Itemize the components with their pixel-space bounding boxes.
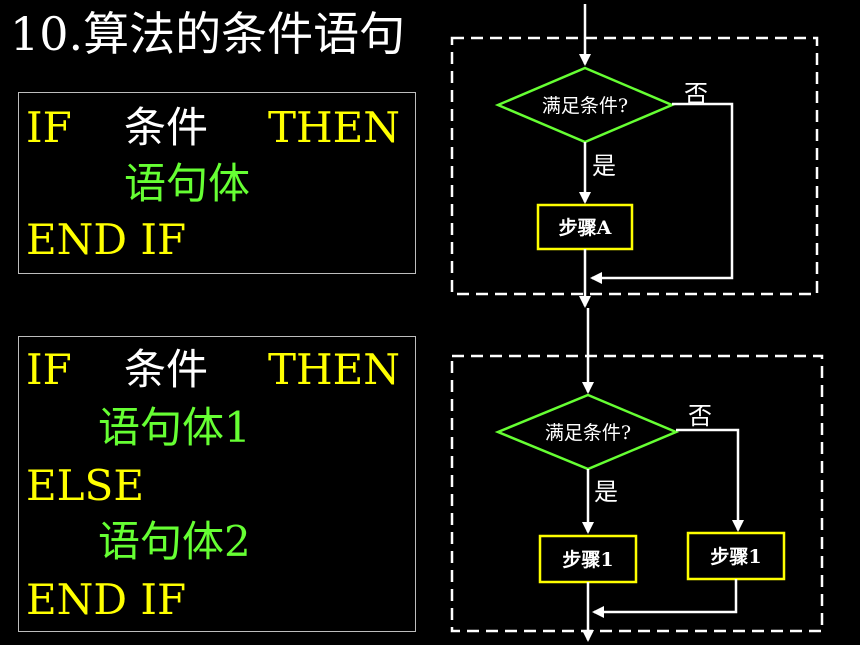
code1-if-keyword: IF bbox=[26, 103, 72, 152]
flow2-no-branch-line bbox=[676, 428, 744, 532]
flow2-step-no-label: 步骤1 bbox=[710, 546, 761, 568]
flow2-yes-label: 是 bbox=[594, 478, 618, 506]
flow1-no-branch-line bbox=[590, 102, 734, 284]
code2-statement-body-2: 语句体2 bbox=[98, 517, 251, 566]
flow2-decision-label: 满足条件? bbox=[545, 422, 631, 444]
code1-then-keyword: THEN bbox=[268, 103, 401, 152]
code2-condition: 条件 bbox=[124, 345, 209, 394]
page-title: 10.算法的条件语句 bbox=[10, 7, 406, 61]
code2-if-keyword: IF bbox=[26, 345, 72, 394]
flow1-step-label: 步骤A bbox=[559, 217, 612, 239]
flow2-step-yes-box bbox=[538, 534, 638, 584]
flow2-dashed-frame bbox=[450, 354, 824, 633]
flow2-step-no-box bbox=[686, 531, 786, 581]
flow2-step-yes-label: 步骤1 bbox=[562, 549, 613, 571]
code1-statement-body: 语句体 bbox=[124, 159, 251, 208]
flowchart-if-then-else: 满足条件? 否 是 步骤1 步骤1 bbox=[450, 308, 824, 642]
flow1-yes-label: 是 bbox=[592, 152, 616, 180]
code1-end-if-keyword: END IF bbox=[26, 215, 187, 264]
flow1-step-box bbox=[536, 203, 634, 251]
flow1-no-label: 否 bbox=[684, 80, 708, 108]
code2-statement-body-1: 语句体1 bbox=[98, 403, 251, 452]
code-block-if-then-else bbox=[18, 336, 416, 632]
flow1-decision-label: 满足条件? bbox=[542, 95, 628, 117]
flow1-dashed-frame bbox=[450, 36, 819, 296]
code1-condition: 条件 bbox=[124, 103, 209, 152]
flow2-no-label: 否 bbox=[688, 402, 712, 430]
code2-then-keyword: THEN bbox=[268, 345, 401, 394]
code2-else-keyword: ELSE bbox=[26, 461, 144, 510]
flowchart-if-then: 满足条件? 否 是 步骤A bbox=[450, 4, 819, 308]
code-block-if-then bbox=[18, 92, 416, 274]
code2-end-if-keyword: END IF bbox=[26, 575, 187, 624]
flow2-no-merge-line bbox=[592, 579, 738, 618]
